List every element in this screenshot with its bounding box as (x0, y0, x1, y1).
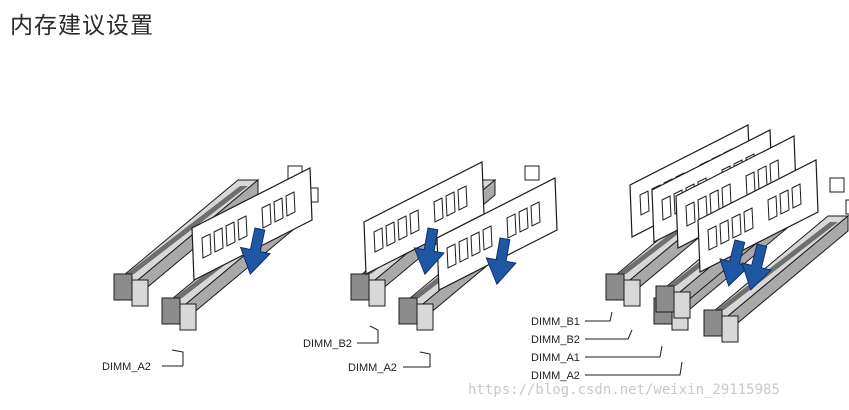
page-title: 内存建议设置 (10, 13, 154, 39)
config-four-modules: DIMM_B1 DIMM_B2 DIMM_A1 DIMM_A2 (531, 124, 849, 382)
label-dimm-b2: DIMM_B2 (303, 338, 352, 350)
config-one-module: DIMM_A2 (102, 165, 319, 373)
label-dimm-a2: DIMM_A2 (348, 362, 397, 374)
label-dimm-a2: DIMM_A2 (531, 370, 580, 382)
label-dimm-b2: DIMM_B2 (531, 334, 580, 346)
watermark: https://blog.csdn.net/weixin_29115985 (468, 382, 780, 398)
config-two-modules: DIMM_B2 DIMM_A2 (303, 161, 558, 374)
label-dimm-a2: DIMM_A2 (102, 361, 151, 373)
label-dimm-b1: DIMM_B1 (531, 316, 580, 328)
label-dimm-a1: DIMM_A1 (531, 352, 580, 364)
callout-lines (585, 311, 683, 376)
